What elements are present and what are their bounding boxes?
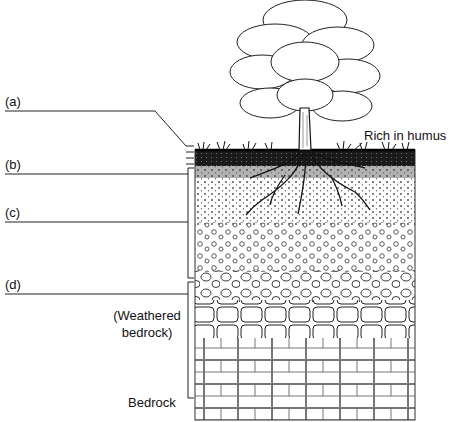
soil-block [195, 150, 415, 420]
leader-line [5, 174, 188, 175]
leader-line [352, 143, 362, 152]
tree-canopy [230, 0, 380, 121]
layer-letter: (d) [5, 276, 45, 293]
layer-name: Bedrock [128, 394, 198, 411]
leader-line [5, 222, 188, 223]
leader-line [5, 111, 186, 146]
layer-letter: (a) [5, 93, 45, 110]
canopy-lobe [271, 42, 339, 82]
bedrock-layer [195, 338, 415, 420]
layer-ticks [186, 146, 194, 164]
subsoil-layer [195, 222, 415, 272]
layer-letter: (c) [5, 204, 45, 221]
bark-lines [303, 112, 307, 148]
layer-bracket [188, 282, 194, 398]
layer-letter: (b) [5, 156, 45, 173]
leader-line [5, 294, 188, 295]
tree-roots [246, 150, 370, 215]
canopy-lobe [277, 79, 333, 111]
layer-bracket [188, 168, 194, 278]
layer-name: (Weathered bedrock) [108, 307, 186, 341]
weathered-bedrock-layer [195, 300, 415, 340]
soil-outline [195, 150, 415, 420]
tree-trunk [299, 108, 311, 150]
annotation-text: Rich in humus [364, 127, 462, 144]
cobble-layer [195, 270, 415, 302]
